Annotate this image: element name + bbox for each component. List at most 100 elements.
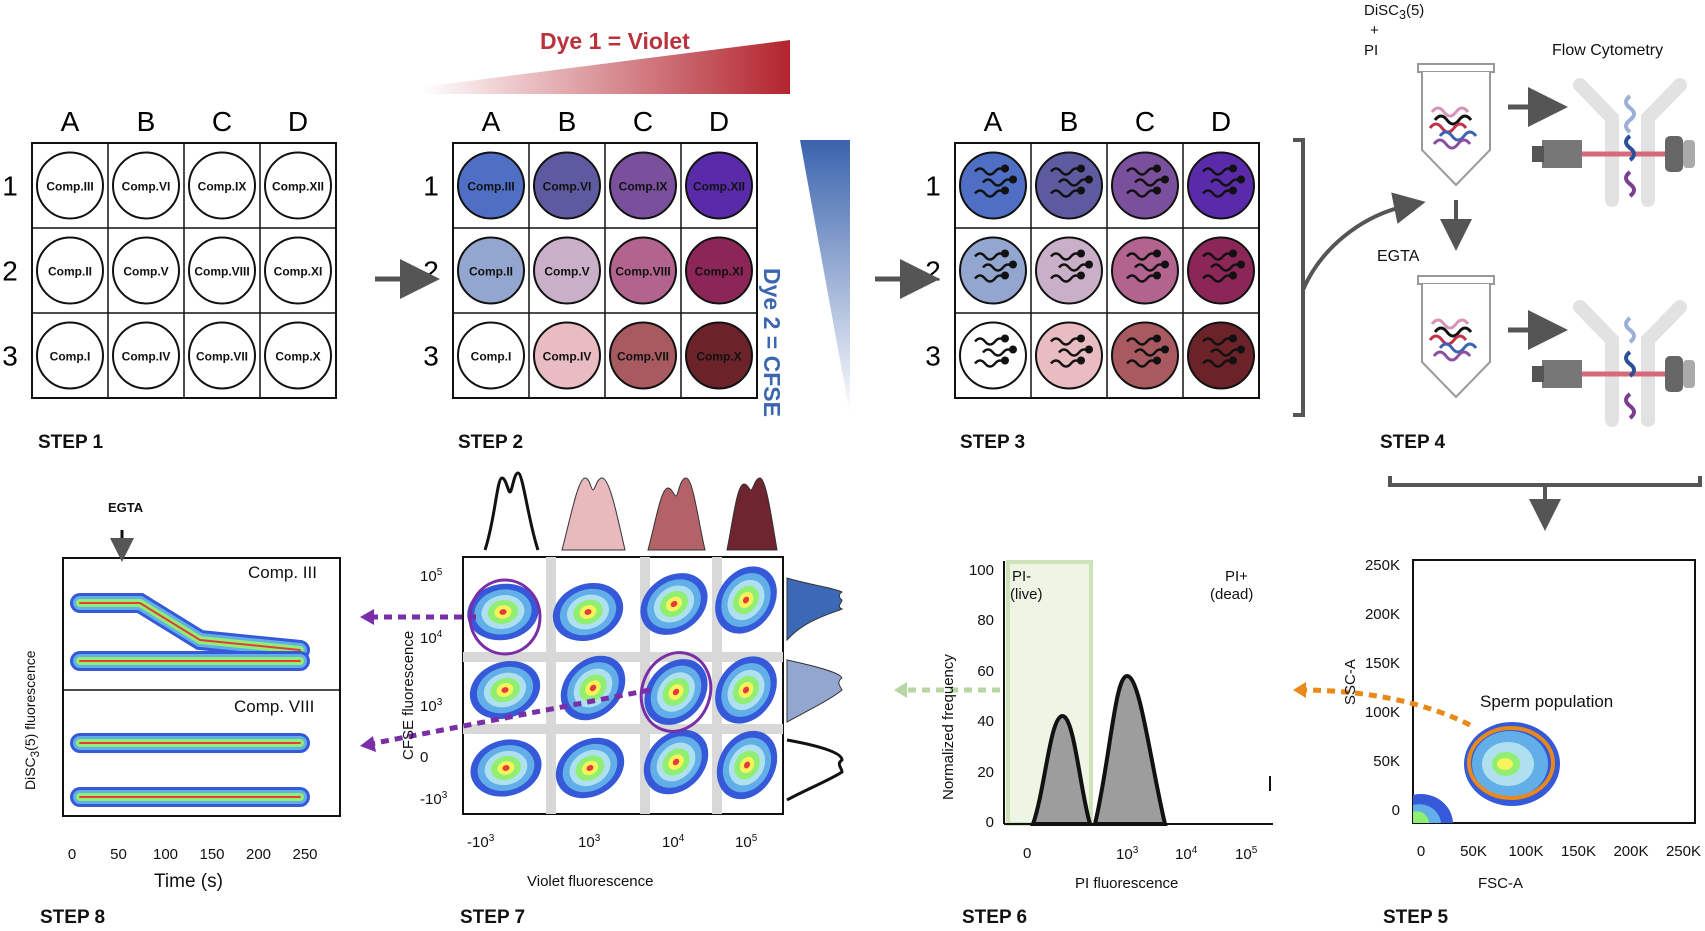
well-compound-label: Comp.XI — [274, 265, 323, 279]
x-tick-label: 50 — [110, 846, 127, 863]
well — [959, 236, 1027, 305]
sperm-head — [1001, 164, 1009, 173]
x-tick-label: 200K — [1613, 843, 1649, 860]
y-tick-label: 150K — [1364, 655, 1400, 672]
well — [533, 321, 601, 390]
bracket-step4-to-5 — [1388, 476, 1702, 515]
sperm-head — [1153, 186, 1161, 195]
y-tick-label: 80 — [977, 612, 994, 629]
step7-plot — [462, 471, 844, 815]
well — [609, 321, 677, 390]
x-tick-label: 0 — [1416, 843, 1426, 860]
column-header-D: D — [288, 106, 308, 137]
sperm-head — [1161, 345, 1169, 354]
well-compound-label: Comp.VI — [122, 180, 171, 194]
well-compound-label: Comp.II — [469, 265, 513, 279]
arrow-step3-to-4 — [1301, 192, 1426, 291]
well-compound-label: Comp.VIII — [194, 265, 249, 279]
column-header-C: C — [633, 106, 653, 137]
well — [609, 236, 677, 305]
sperm-head — [1153, 271, 1161, 280]
well — [188, 321, 256, 390]
density-contour — [742, 596, 750, 604]
y-tick-label: 200K — [1364, 606, 1400, 623]
sperm-head — [1077, 164, 1085, 173]
y-tick-label: 0 — [985, 814, 994, 831]
y-tick-label: 105 — [420, 567, 443, 585]
sperm-head — [1001, 334, 1009, 343]
well — [264, 236, 332, 305]
panel-comp-iii-label: Comp. III — [248, 563, 317, 582]
sperm-head — [1237, 175, 1245, 184]
sperm-head — [1237, 345, 1245, 354]
step7-ylabel: CFSE fluorescence — [400, 630, 417, 760]
y-tick-label: 103 — [420, 697, 443, 715]
step6-label: STEP 6 — [962, 907, 1028, 928]
density-contour — [584, 609, 592, 615]
x-tick-label: 50K — [1460, 843, 1487, 860]
well-compound-label: Comp.VI — [543, 180, 592, 194]
sperm-head — [1229, 271, 1237, 280]
well — [112, 236, 180, 305]
gate-live-label: PI- — [1012, 568, 1032, 585]
sperm-head — [1085, 260, 1093, 269]
arrow-step7-to-8-bottom — [369, 687, 651, 747]
y-tick-label: 104 — [420, 629, 443, 647]
step8-plot — [62, 530, 341, 817]
sperm-head — [1001, 271, 1009, 280]
reagent-disc: DiSC3(5) — [1364, 2, 1425, 22]
x-tick-label: 250 — [292, 846, 318, 863]
density-contour — [499, 609, 507, 615]
sperm-head — [1229, 334, 1237, 343]
well — [959, 151, 1027, 220]
column-header-B: B — [1060, 106, 1079, 137]
well — [1111, 321, 1179, 390]
well — [1187, 151, 1255, 220]
well — [685, 236, 753, 305]
well — [685, 321, 753, 390]
well — [1111, 151, 1179, 220]
y-tick-label: 60 — [977, 662, 994, 680]
well — [1035, 321, 1103, 390]
step1-label: STEP 1 — [38, 432, 104, 453]
well — [685, 151, 753, 220]
sperm-head — [1077, 249, 1085, 258]
well — [1035, 236, 1103, 305]
sperm-head — [1077, 356, 1085, 365]
column-header-C: C — [212, 106, 232, 137]
well — [36, 236, 104, 305]
panel-comp-viii-label: Comp. VIII — [234, 697, 315, 716]
well — [533, 151, 601, 220]
y-tick-label: 0 — [1391, 802, 1400, 819]
sperm-head — [1001, 249, 1009, 258]
well — [112, 151, 180, 220]
sperm-head — [1077, 186, 1085, 195]
well-compound-label: Comp.V — [123, 265, 168, 279]
sperm-head — [1153, 356, 1161, 365]
y-tick-label: 40 — [977, 713, 994, 730]
well-compound-label: Comp.III — [46, 180, 93, 194]
sperm-head — [1085, 345, 1093, 354]
column-header-A: A — [482, 106, 501, 137]
well-compound-label: Comp.XII — [272, 180, 324, 194]
well — [264, 321, 332, 390]
column-header-B: B — [137, 106, 156, 137]
cytometer-2 — [1532, 300, 1695, 427]
dye1-label: Dye 1 = Violet — [540, 28, 690, 54]
sperm-head — [1009, 175, 1017, 184]
sperm-head — [1001, 186, 1009, 195]
density-contour — [502, 765, 510, 771]
step8-xlabel: Time (s) — [154, 871, 223, 892]
violet-gradient-wedge — [422, 40, 790, 94]
gate-live-sub: (live) — [1010, 586, 1043, 603]
x-tick-label: 104 — [1175, 845, 1198, 863]
step8-label: STEP 8 — [40, 907, 106, 928]
dye2-label: Dye 2 = CFSE — [759, 268, 785, 417]
step6-xlabel: PI fluorescence — [1075, 875, 1179, 892]
y-tick-label: 50K — [1373, 753, 1400, 770]
density-contour — [589, 684, 597, 692]
density-contour — [672, 688, 680, 696]
x-tick-label: 103 — [1116, 845, 1139, 863]
